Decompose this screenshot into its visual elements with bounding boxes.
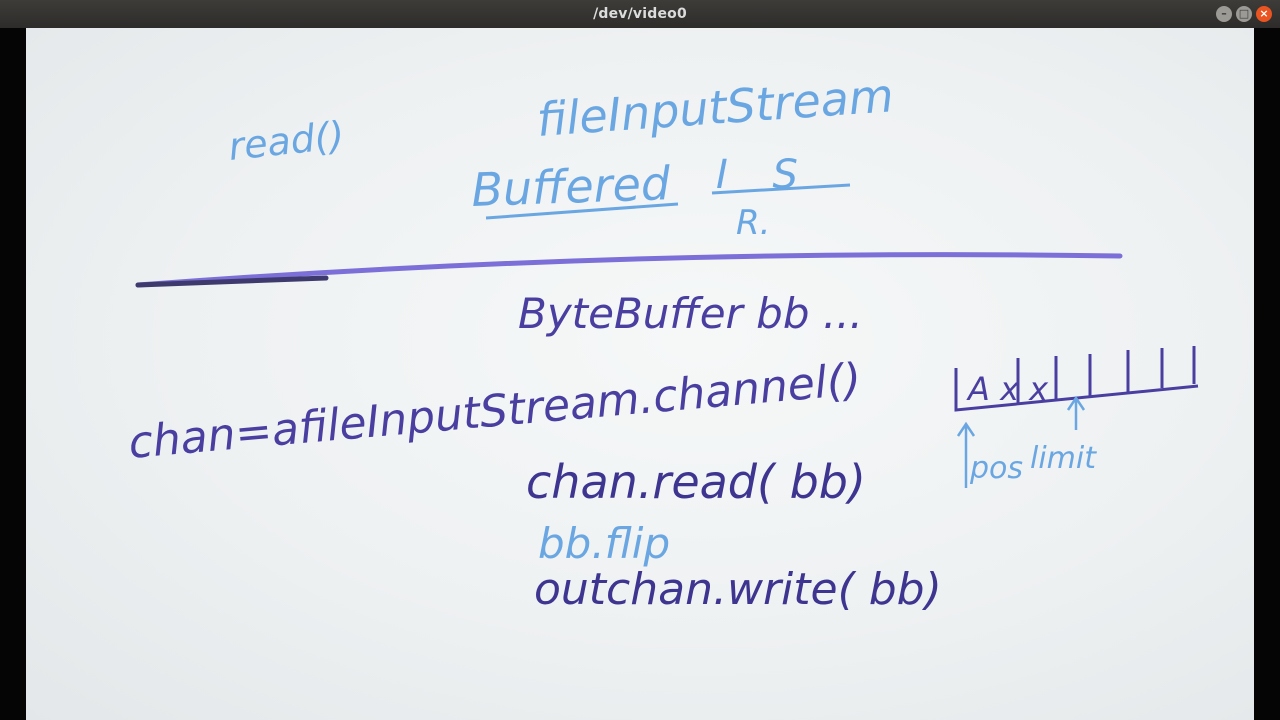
video-frame: read() fileInputStream Buffered I S R. B… <box>0 28 1280 720</box>
read-text: read() <box>226 113 346 169</box>
minimize-button[interactable]: – <box>1216 6 1232 22</box>
window-title: /dev/video0 <box>593 6 687 22</box>
divider-line-dark <box>135 275 329 288</box>
buffer-outline <box>954 368 1199 412</box>
chan-read-text: chan.read( bb) <box>526 455 866 509</box>
whiteboard: read() fileInputStream Buffered I S R. B… <box>26 28 1254 720</box>
channel-line-text: chan=afileInputStream.channel() <box>127 354 864 469</box>
window-controls: – □ × <box>1216 6 1272 22</box>
byte-buffer-text: ByteBuffer bb ... <box>518 289 863 338</box>
pos-arrow-icon <box>956 421 976 488</box>
close-button[interactable]: × <box>1256 6 1272 22</box>
limit-arrow-icon <box>1066 395 1086 430</box>
buffered-underline <box>485 202 679 220</box>
fraction-bar <box>711 183 851 195</box>
limit-text: limit <box>1030 441 1097 476</box>
maximize-button[interactable]: □ <box>1236 6 1252 22</box>
r-text: R. <box>736 203 770 243</box>
bb-flip-text: bb.flip <box>538 519 670 568</box>
divider-line <box>135 252 1123 288</box>
buffer-cells-text: A x x <box>966 370 1049 408</box>
pos-text: pos <box>969 451 1023 486</box>
whiteboard-drawing: read() fileInputStream Buffered I S R. B… <box>127 68 1199 615</box>
file-input-stream-text: fileInputStream <box>535 68 895 147</box>
window-titlebar: /dev/video0 – □ × <box>0 0 1280 28</box>
out-write-text: outchan.write( bb) <box>534 564 942 615</box>
